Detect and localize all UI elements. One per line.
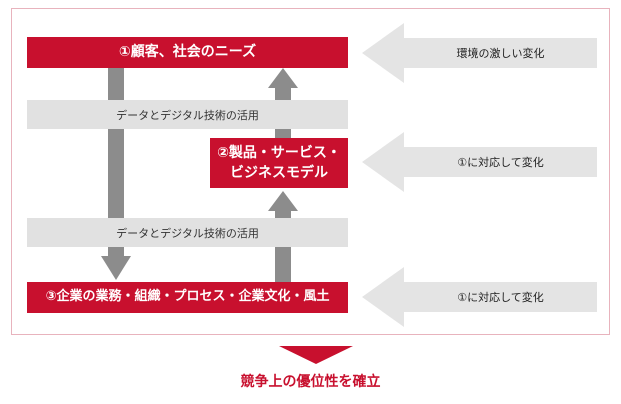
connector-down-arrowhead bbox=[101, 256, 131, 280]
product-service-label-line1: ②製品・サービス・ bbox=[217, 144, 341, 161]
business-process-label: ③企業の業務・組織・プロセス・企業文化・風土 bbox=[45, 289, 330, 305]
respond-2-label: ①に対応して変化 bbox=[457, 291, 544, 304]
side-arrow-env-change-shape bbox=[362, 23, 597, 83]
competitive-advantage-text: 競争上の優位性を確立 bbox=[240, 374, 381, 390]
customer-needs-label: ①顧客、社会のニーズ bbox=[118, 44, 257, 61]
side-arrow-respond-2: ①に対応して変化 bbox=[404, 282, 597, 312]
business-process-box: ③企業の業務・組織・プロセス・企業文化・風土 bbox=[27, 282, 348, 313]
respond-1-label: ①に対応して変化 bbox=[457, 156, 544, 169]
data-tech-bar-upper: データとデジタル技術の活用 bbox=[27, 100, 348, 129]
side-arrow-respond-1-shape bbox=[362, 132, 597, 192]
data-tech-bar-lower-label: データとデジタル技術の活用 bbox=[116, 226, 259, 240]
product-service-label-line2: ビジネスモデル bbox=[230, 165, 328, 181]
env-change-label: 環境の激しい変化 bbox=[456, 47, 545, 60]
side-arrow-env-change: 環境の激しい変化 bbox=[404, 38, 597, 68]
connector-up-arrowhead-lower bbox=[268, 191, 298, 211]
side-arrow-respond-1: ①に対応して変化 bbox=[404, 147, 597, 177]
side-arrow-respond-2-shape bbox=[362, 267, 597, 327]
connector-up-arrowhead-upper bbox=[268, 68, 298, 88]
result-arrow-shape bbox=[279, 346, 353, 364]
customer-needs-box: ①顧客、社会のニーズ bbox=[27, 37, 348, 68]
data-tech-bar-lower: データとデジタル技術の活用 bbox=[27, 218, 348, 247]
data-tech-bar-upper-label: データとデジタル技術の活用 bbox=[116, 108, 259, 122]
product-service-box: ②製品・サービス・ ビジネスモデル bbox=[210, 138, 348, 188]
